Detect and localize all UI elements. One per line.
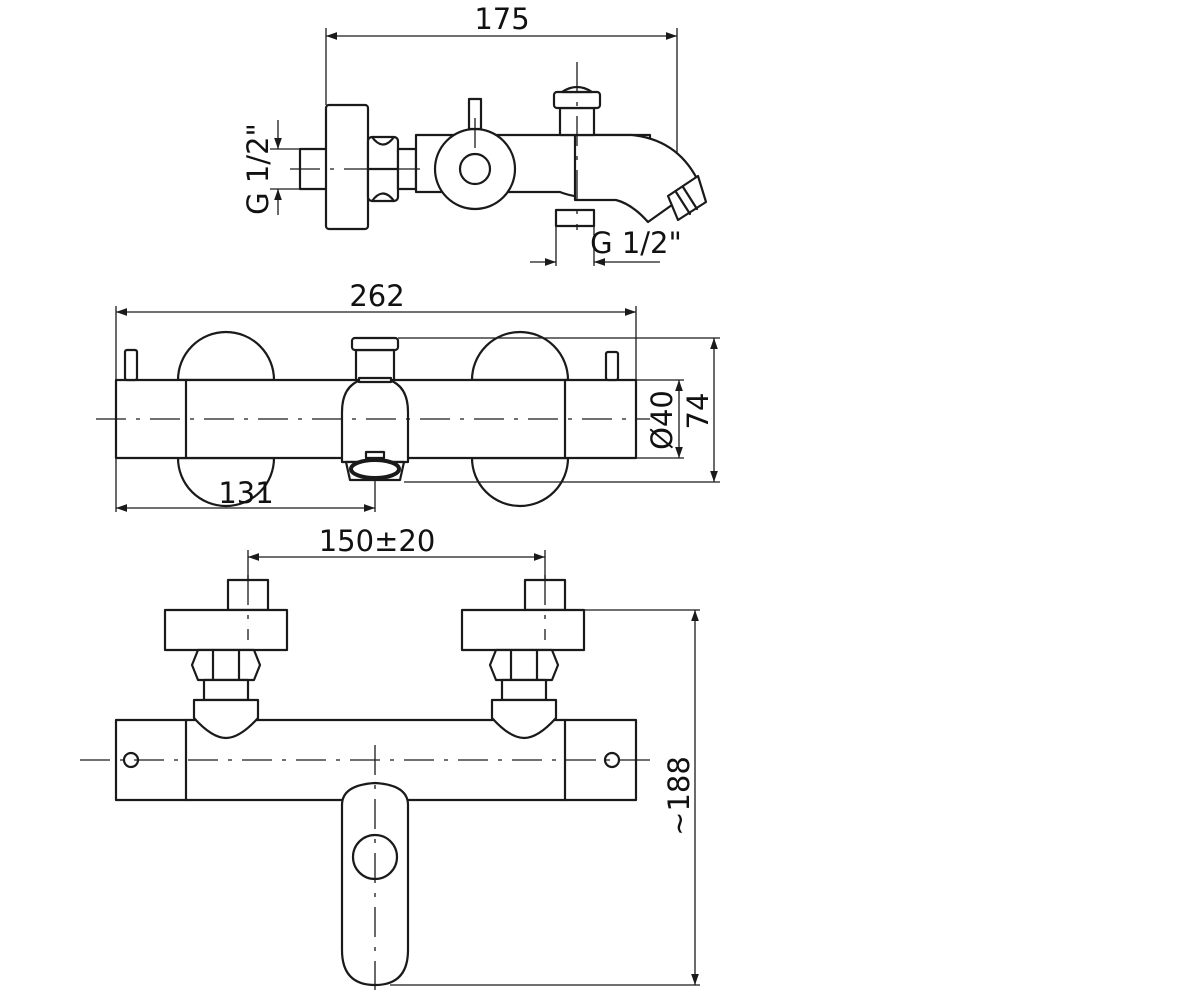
left-disc-top xyxy=(176,330,276,382)
right-eccentric xyxy=(490,698,558,740)
front-view xyxy=(80,550,700,990)
side-view xyxy=(270,28,708,266)
top-view xyxy=(96,306,720,512)
wall-flange xyxy=(324,103,370,231)
right-end-hole xyxy=(603,751,621,769)
right-inlet-assembly xyxy=(460,578,586,740)
left-hex-nut xyxy=(190,648,262,682)
spout-top xyxy=(340,376,410,464)
dim-262: 262 xyxy=(349,279,404,313)
dim-outlet-thread: G 1/2" xyxy=(590,226,682,260)
left-eccentric xyxy=(192,698,260,740)
dim-inlet-thread: G 1/2" xyxy=(241,123,275,215)
right-hex-nut xyxy=(488,648,560,682)
dim-188: ~188 xyxy=(662,756,696,836)
outlet-stub xyxy=(554,208,596,228)
left-inlet-assembly xyxy=(163,578,289,740)
dim-74: 74 xyxy=(681,393,715,430)
dim-131: 131 xyxy=(218,476,273,510)
dim-175: 175 xyxy=(474,2,529,36)
dim-diameter: Ø40 xyxy=(645,390,679,450)
right-flange xyxy=(460,608,586,652)
left-flange xyxy=(163,608,289,652)
right-disc-top xyxy=(470,330,570,382)
spout-front xyxy=(340,781,410,987)
dim-150: 150±20 xyxy=(319,524,436,558)
